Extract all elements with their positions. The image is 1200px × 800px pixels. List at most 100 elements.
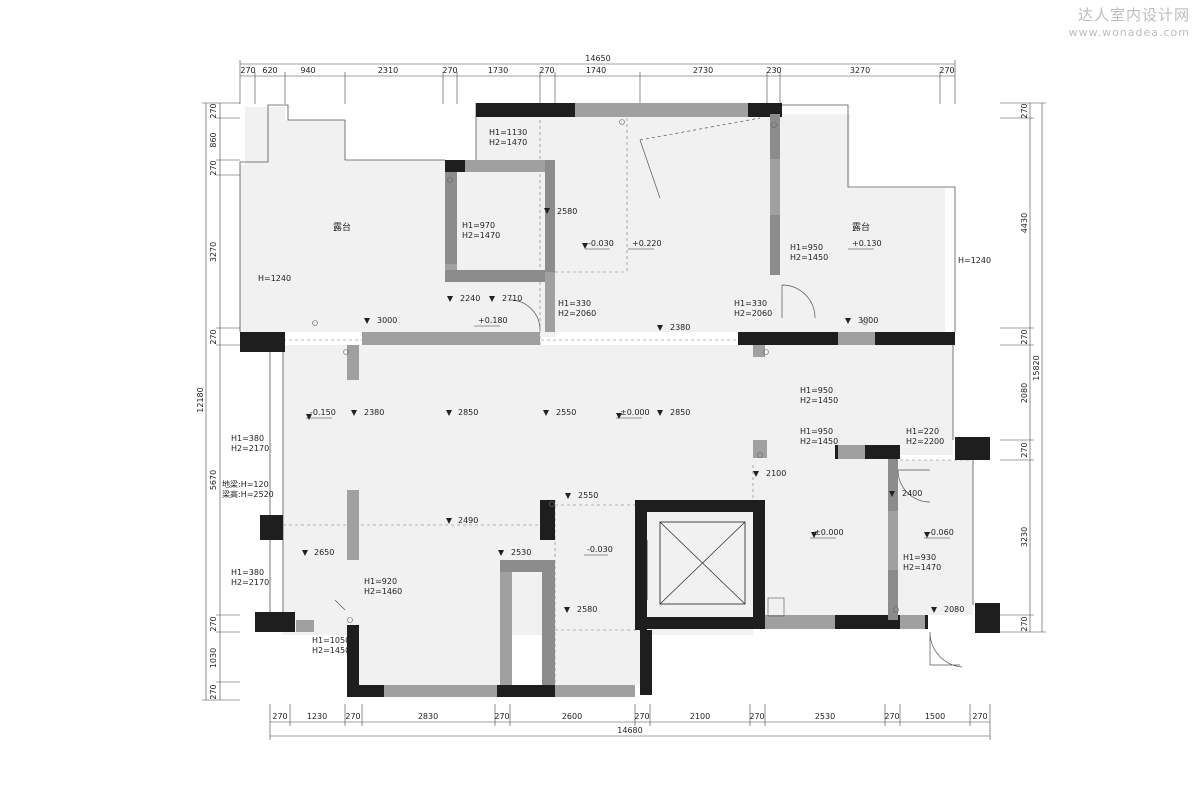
terrace-left-label: 露台	[333, 221, 351, 233]
floor-level: -0.030	[587, 545, 613, 554]
ceiling-height: 2650	[314, 548, 334, 557]
dim-left: 270	[209, 684, 218, 699]
dim-bottom: 2600	[562, 712, 582, 721]
window-label: H1=970	[462, 221, 495, 230]
window-label: H2=1450	[312, 646, 350, 655]
walls	[240, 103, 1000, 697]
window-label: H1=220	[906, 427, 939, 436]
dim-left-total: 12180	[196, 387, 205, 412]
dim-top: 270	[939, 66, 954, 75]
dim-right: 4430	[1020, 213, 1029, 233]
door-label: H1=330	[558, 299, 591, 308]
partitions	[445, 114, 898, 685]
window-label: H1=920	[364, 577, 397, 586]
dim-top: 230	[766, 66, 781, 75]
dim-bottom: 270	[972, 712, 987, 721]
ceiling-height: 2550	[556, 408, 576, 417]
ceiling-height: 2550	[578, 491, 598, 500]
terrace-right-label: 露台	[852, 221, 870, 233]
ceiling-height: 3000	[858, 316, 878, 325]
dim-bottom: 270	[634, 712, 649, 721]
dim-bottom: 2100	[690, 712, 710, 721]
dim-right: 270	[1020, 329, 1029, 344]
floor-level: +0.130	[852, 239, 882, 248]
window-label: H2=1470	[489, 138, 527, 147]
dim-bottom: 1500	[925, 712, 945, 721]
dim-bottom: 1230	[307, 712, 327, 721]
dim-left: 270	[209, 616, 218, 631]
floor-level: -0.030	[588, 239, 614, 248]
watermark-title: 达人室内设计网	[1077, 6, 1190, 24]
drain-markers	[312, 119, 899, 623]
window-label: H1=380	[231, 568, 264, 577]
ceiling-height: 2530	[511, 548, 531, 557]
ceiling-height: 2380	[670, 323, 690, 332]
dim-top: 1740	[586, 66, 606, 75]
dim-left: 5670	[209, 470, 218, 490]
window-label: H2=1450	[800, 396, 838, 405]
window-label: H1=930	[903, 553, 936, 562]
ceiling-height: 2850	[670, 408, 690, 417]
railing-label: H=1240	[958, 256, 991, 265]
dim-top: 270	[442, 66, 457, 75]
dim-left: 270	[209, 160, 218, 175]
floor-level: ±0.000	[620, 408, 650, 417]
dim-bottom: 270	[272, 712, 287, 721]
dim-right-total: 15820	[1032, 355, 1041, 380]
doors	[334, 117, 963, 668]
window-label: H2=1470	[462, 231, 500, 240]
ceiling-height: 2580	[577, 605, 597, 614]
dim-bottom: 2830	[418, 712, 438, 721]
dim-bottom: 270	[345, 712, 360, 721]
level-underlines	[306, 248, 950, 556]
dim-top: 2310	[378, 66, 398, 75]
dim-left: 860	[209, 132, 218, 147]
ceiling-markers	[302, 208, 937, 613]
level-labels: -0.030 +0.220 +0.130 +0.180 -0.150 ±0.00…	[310, 239, 954, 554]
window-label: H1=950	[790, 243, 823, 252]
ceiling-height: 2580	[557, 207, 577, 216]
floor-level: ±0.000	[814, 528, 844, 537]
floor-level: +0.180	[478, 316, 508, 325]
room-labels: 露台 露台	[333, 221, 870, 233]
dim-left: 3270	[209, 242, 218, 262]
dim-bottom: 270	[884, 712, 899, 721]
window-label: H2=1450	[790, 253, 828, 262]
window-label: H1=950	[800, 386, 833, 395]
floor-level: -0.060	[928, 528, 954, 537]
height-labels: H1=1130 H2=1470 H1=970 H2=1470 H=1240 H=…	[222, 128, 991, 655]
dim-right: 2080	[1020, 383, 1029, 403]
dim-top: 940	[300, 66, 315, 75]
ceiling-height: 2080	[944, 605, 964, 614]
ceiling-height: 3000	[377, 316, 397, 325]
window-label: H1=380	[231, 434, 264, 443]
window-label: H2=2200	[906, 437, 944, 446]
ceiling-height: 2850	[458, 408, 478, 417]
ceiling-height: 2380	[364, 408, 384, 417]
floor-level: +0.220	[632, 239, 662, 248]
door-label: H2=2060	[734, 309, 772, 318]
elevator-shaft	[659, 521, 785, 617]
ceiling-height: 2490	[458, 516, 478, 525]
window-label: H2=2170	[231, 578, 269, 587]
dim-bottom: 270	[494, 712, 509, 721]
dimension-lines	[202, 60, 1046, 740]
dim-top: 1730	[488, 66, 508, 75]
dim-bottom: 270	[749, 712, 764, 721]
dim-top: 270	[240, 66, 255, 75]
dim-top: 3270	[850, 66, 870, 75]
ceiling-height: 2710	[502, 294, 522, 303]
dim-top-total: 14650	[585, 54, 610, 63]
beam-label: 地梁:H=120	[222, 479, 269, 489]
dim-top: 620	[262, 66, 277, 75]
door-label: H2=2060	[558, 309, 596, 318]
beam-label: 梁高:H=2520	[222, 489, 274, 499]
floor-level: -0.150	[310, 408, 336, 417]
watermark-url: www.wonadea.com	[1068, 26, 1190, 39]
dims-top: 14650 270 620 940 2310 270 1730 270 1740…	[240, 54, 954, 75]
windows	[296, 103, 925, 697]
railing-label: H=1240	[258, 274, 291, 283]
ceiling-height: 2240	[460, 294, 480, 303]
window-label: H1=1050	[312, 636, 350, 645]
window-label: H2=1450	[800, 437, 838, 446]
